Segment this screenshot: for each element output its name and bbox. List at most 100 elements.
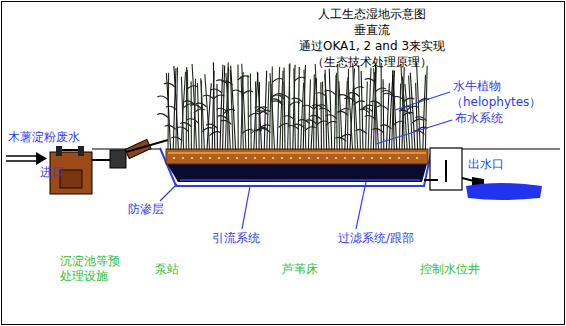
reed-stroke	[206, 124, 217, 128]
nozzle	[218, 157, 220, 159]
gravel-layer	[167, 164, 427, 182]
part-label-box: 进口	[40, 165, 64, 180]
reed-stroke	[399, 110, 410, 114]
ground-line	[462, 149, 560, 150]
reed-stroke	[326, 115, 337, 119]
outlet-pool	[466, 183, 542, 200]
reed-stroke	[192, 64, 197, 150]
reed-stroke	[157, 96, 168, 100]
section-label: 控制水位井	[420, 262, 480, 276]
reed-stroke	[232, 90, 243, 94]
nozzle	[353, 157, 355, 159]
nozzle	[182, 157, 184, 159]
part-label-box: （helophytes）	[451, 95, 541, 110]
section-label-box: 芦苇床	[282, 262, 318, 277]
nozzle	[317, 157, 319, 159]
reed-stroke	[322, 82, 324, 150]
reed-stroke	[289, 64, 291, 150]
reed-stroke	[308, 79, 310, 150]
reed-stroke	[181, 72, 186, 150]
reed-stroke	[288, 125, 299, 129]
nozzle	[173, 157, 175, 159]
reed-stroke	[348, 93, 359, 97]
reed-stroke	[294, 77, 305, 81]
section-label: 泵站	[155, 262, 179, 276]
reed-stroke	[310, 115, 321, 119]
distribution-layer	[166, 149, 428, 164]
reed-stroke	[177, 127, 188, 131]
reed-stroke	[165, 125, 176, 129]
reed-stroke	[325, 74, 329, 150]
reed-stroke	[242, 64, 246, 150]
part-label-box: 布水系统	[455, 111, 503, 126]
inlet-arrow	[6, 152, 47, 165]
nozzle	[398, 157, 400, 159]
reed-stroke	[412, 119, 423, 123]
reed-stroke	[211, 89, 222, 93]
nozzle	[344, 157, 346, 159]
nozzle	[263, 157, 265, 159]
impermeable-liner	[160, 148, 432, 186]
section-label: 芦苇床	[282, 262, 318, 276]
reed-stroke	[187, 119, 198, 123]
reed-stroke	[255, 81, 257, 150]
pump-station	[92, 139, 168, 168]
reed-stroke	[279, 95, 290, 99]
nozzle	[245, 157, 247, 159]
reed-stroke	[187, 70, 188, 150]
subtitle: （生态技术处理原理）	[312, 55, 432, 69]
part-label: 水牛植物	[453, 79, 501, 93]
subtitle-box: 垂直流	[354, 23, 390, 38]
reed-stroke	[344, 98, 355, 102]
reed-stroke	[181, 77, 183, 150]
reed-stroke	[191, 81, 192, 150]
reed-stroke	[294, 68, 296, 150]
reed-stroke	[257, 111, 268, 115]
reed-stroke	[283, 116, 294, 120]
reed-stroke	[339, 81, 342, 150]
reed-stroke	[329, 69, 332, 150]
reed-stroke	[362, 108, 373, 112]
nozzle	[236, 157, 238, 159]
reed-stroke	[216, 84, 218, 150]
reed-stroke	[359, 109, 370, 113]
nozzle	[380, 157, 382, 159]
reed-stroke	[166, 106, 177, 110]
reed-stroke	[319, 108, 330, 112]
reed-stroke	[303, 105, 314, 109]
nozzle	[299, 157, 301, 159]
part-label: 进口	[40, 165, 64, 179]
reed-stroke	[399, 84, 400, 150]
nozzle	[281, 157, 283, 159]
reed-stroke	[415, 117, 426, 121]
reed-stroke	[272, 101, 283, 105]
reed-stroke	[356, 130, 367, 134]
section-label: 沉淀池等预处理设施	[60, 254, 120, 283]
reed-stroke	[201, 78, 205, 150]
reed-stroke	[191, 105, 202, 109]
reed-stroke	[383, 93, 394, 97]
reed-plants	[157, 62, 429, 150]
reed-stroke	[248, 113, 259, 117]
reed-stroke	[196, 103, 207, 107]
subtitle-box: 通过OKA1, 2 and 3来实现	[299, 39, 445, 54]
subtitle: 垂直流	[354, 23, 390, 37]
reed-stroke	[280, 71, 283, 150]
part-label-box: 防渗层	[128, 202, 164, 217]
nozzle	[335, 157, 337, 159]
nozzle	[272, 157, 274, 159]
reed-stroke	[375, 88, 386, 92]
reed-stroke	[222, 81, 233, 85]
reed-stroke	[272, 78, 283, 82]
reed-stroke	[313, 74, 315, 150]
part-label-box: 过滤系统/跟部	[338, 231, 414, 246]
subtitle: 通过OKA1, 2 and 3来实现	[299, 39, 445, 53]
reed-stroke	[247, 75, 249, 150]
nozzle	[191, 157, 193, 159]
reed-stroke	[293, 65, 295, 150]
distribution-pipe	[168, 152, 426, 154]
reed-stroke	[213, 62, 214, 150]
reed-stroke	[217, 116, 228, 120]
